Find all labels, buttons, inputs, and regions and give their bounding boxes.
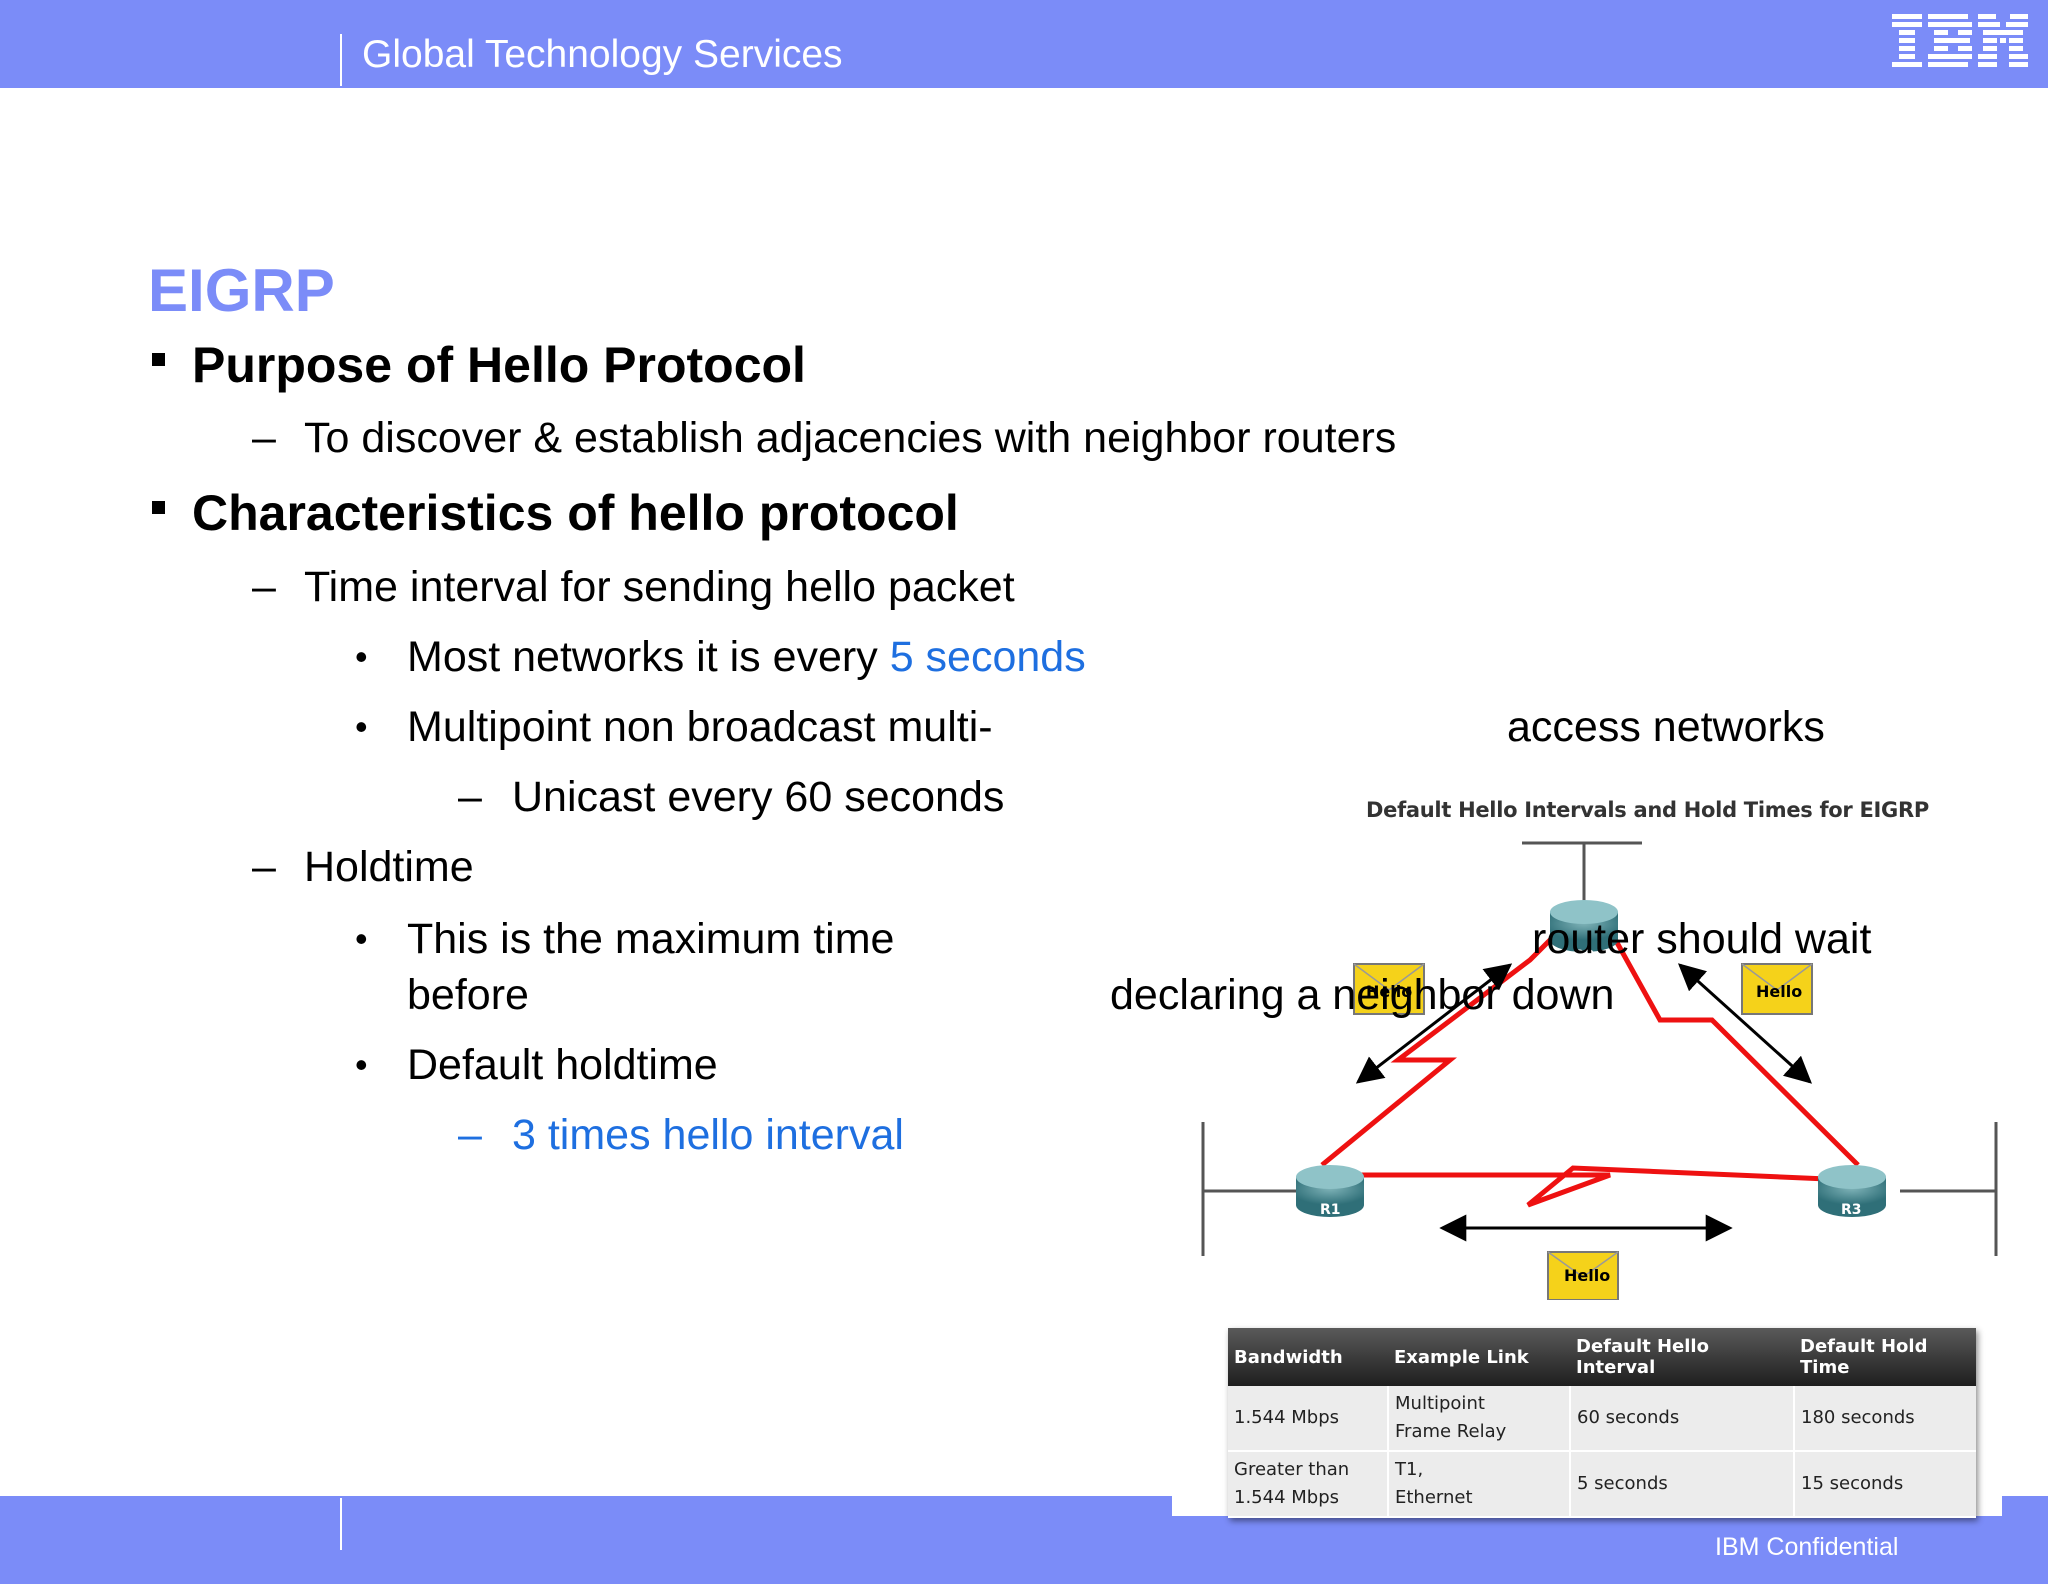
dot-bullet-icon: • xyxy=(355,636,368,677)
bullet-time-interval: Time interval for sending hello packet xyxy=(304,563,1015,611)
header-bandwidth: Bandwidth xyxy=(1228,1328,1388,1386)
dash-bullet-icon: – xyxy=(458,1111,482,1159)
router-r1-icon xyxy=(1296,1165,1364,1217)
bullet-multipoint-b: access networks xyxy=(1507,703,1825,751)
bullet-max-time-c: before xyxy=(407,971,529,1019)
header-hold-time: Default Hold Time xyxy=(1794,1328,1976,1386)
dot-bullet-icon: • xyxy=(355,1044,368,1085)
square-bullet-icon xyxy=(152,501,165,514)
cell-text: 1.544 Mbps xyxy=(1234,1487,1340,1508)
bullet-most-networks: Most networks it is every 5 seconds xyxy=(407,630,1086,684)
table-row: Greater than 1.544 Mbps T1, Ethernet 5 sec… xyxy=(1228,1451,1976,1518)
cell-text: Ethernet xyxy=(1395,1487,1473,1508)
header-example-link: Example Link xyxy=(1388,1328,1570,1386)
router-r3-icon xyxy=(1818,1165,1886,1217)
router-r1-label: R1 xyxy=(1320,1202,1341,1218)
router-r2-label: R2 xyxy=(1574,948,1595,964)
network-diagram xyxy=(1190,780,2010,1301)
bullet-discover: To discover & establish adjacencies with… xyxy=(304,414,1397,462)
bullet-purpose: Purpose of Hello Protocol xyxy=(192,337,806,393)
bullet-max-time-a: This is the maximum time xyxy=(407,915,895,963)
slide-title: EIGRP xyxy=(148,257,335,324)
hello-intervals-table: Bandwidth Example Link Default Hello Int… xyxy=(1228,1328,1976,1518)
cell-link: T1, Ethernet xyxy=(1388,1451,1571,1518)
footer-confidential: IBM Confidential xyxy=(1715,1533,1899,1561)
dash-bullet-icon: – xyxy=(252,414,276,462)
router-r2-icon xyxy=(1550,900,1618,952)
most-networks-text: Most networks it is every xyxy=(407,633,890,681)
hello-envelope-right-icon xyxy=(1741,963,1813,1015)
cell-text: T1, xyxy=(1395,1459,1424,1480)
bullet-max-time-d: declaring a neighbor down xyxy=(1110,971,1615,1019)
arrow-right-diag xyxy=(1677,963,1813,1084)
dash-bullet-icon: – xyxy=(252,843,276,891)
cell-hold: 180 seconds xyxy=(1794,1386,1976,1452)
bullet-holdtime: Holdtime xyxy=(304,843,474,891)
footer-divider xyxy=(340,1498,342,1550)
hello-envelope-left-icon xyxy=(1353,963,1425,1015)
cell-text: Multipoint xyxy=(1395,1393,1485,1414)
router-r3-label: R3 xyxy=(1841,1202,1862,1218)
bullet-multipoint-a: Multipoint non broadcast multi- xyxy=(407,703,993,751)
cell-hello: 5 seconds xyxy=(1570,1451,1795,1518)
five-seconds-highlight: 5 seconds xyxy=(889,633,1086,681)
bullet-unicast: Unicast every 60 seconds xyxy=(512,773,1005,821)
hello-label-left: Hello xyxy=(1366,982,1413,1001)
dash-bullet-icon: – xyxy=(458,773,482,821)
header-divider xyxy=(340,34,342,86)
dot-bullet-icon: • xyxy=(355,918,368,959)
dash-bullet-icon: – xyxy=(252,563,276,611)
bullet-characteristics: Characteristics of hello protocol xyxy=(192,485,959,541)
hello-label-bottom: Hello xyxy=(1564,1266,1611,1285)
header-bar xyxy=(0,0,2048,88)
cell-bandwidth: Greater than 1.544 Mbps xyxy=(1228,1451,1389,1518)
cell-text: Greater than xyxy=(1234,1459,1350,1480)
arrow-left-diag xyxy=(1355,963,1513,1084)
cell-text: 1.544 Mbps xyxy=(1234,1407,1340,1428)
hello-label-right: Hello xyxy=(1756,982,1803,1001)
header-title: Global Technology Services xyxy=(362,33,843,76)
table-header-row: Bandwidth Example Link Default Hello Int… xyxy=(1228,1328,1976,1386)
bullet-three-times: 3 times hello interval xyxy=(512,1111,904,1159)
header-hello-interval: Default Hello Interval xyxy=(1570,1328,1794,1386)
cell-text: Frame Relay xyxy=(1395,1421,1507,1442)
bullet-max-time-b: router should wait xyxy=(1532,915,1872,963)
dot-bullet-icon: • xyxy=(355,706,368,747)
cell-hold: 15 seconds xyxy=(1794,1451,1976,1518)
square-bullet-icon xyxy=(152,353,165,366)
serial-link-r1-r3 xyxy=(1330,1165,1851,1208)
bullet-default-holdtime: Default holdtime xyxy=(407,1041,718,1089)
cell-bandwidth: 1.544 Mbps xyxy=(1228,1386,1389,1452)
ibm-logo xyxy=(1892,14,2028,77)
diagram-caption: Default Hello Intervals and Hold Times f… xyxy=(1366,798,1929,822)
hello-table-panel: Bandwidth Example Link Default Hello Int… xyxy=(1172,1316,2002,1518)
cell-hello: 60 seconds xyxy=(1570,1386,1795,1452)
